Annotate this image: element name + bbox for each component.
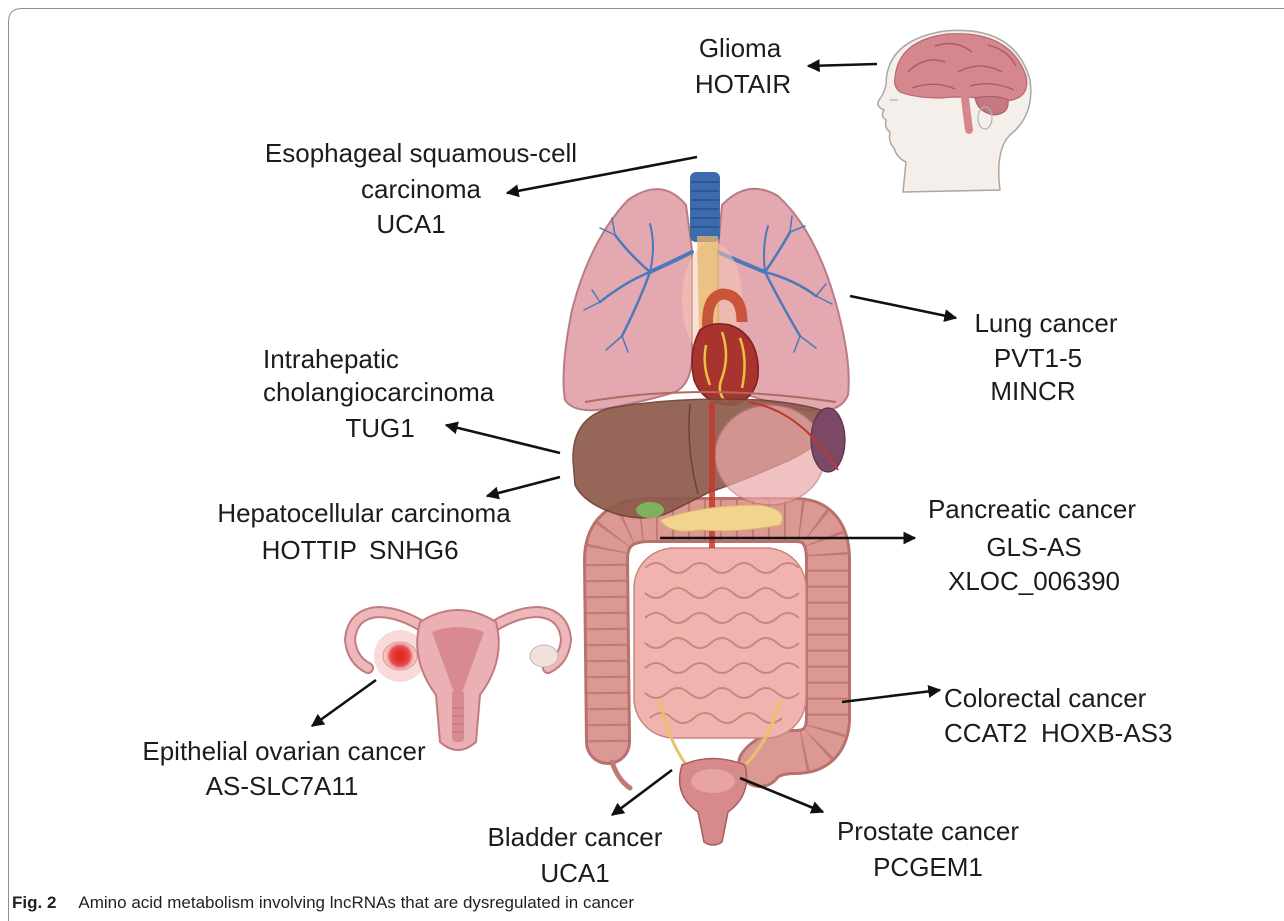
pancreatic-lncrna-1: GLS-AS (986, 532, 1081, 562)
body-illustration (564, 172, 849, 845)
lung-lncrna-2: MINCR (990, 376, 1075, 406)
intrahepatic-name-line-1: Intrahepatic (263, 344, 399, 374)
small-intestine-mass (634, 548, 806, 738)
bladder-lncrna: UCA1 (540, 858, 609, 888)
esophageal-name-line-2: carcinoma (361, 174, 481, 204)
pancreatic-name: Pancreatic cancer (928, 494, 1136, 524)
colorectal-lncrna-2: HOXB-AS3 (1041, 718, 1173, 748)
glioma-name: Glioma (699, 33, 782, 63)
esophageal-name-line-1: Esophageal squamous-cell (265, 138, 577, 168)
hepatocellular-lncrna-2: SNHG6 (369, 535, 459, 565)
uterus-illustration (350, 610, 566, 750)
arrow-intrahepatic (446, 425, 560, 453)
figure-caption-text: Amino acid metabolism involving lncRNAs … (78, 893, 634, 912)
small-intestine (634, 548, 806, 738)
colorectal-lncrna-1: CCAT2 (944, 718, 1027, 748)
intrahepatic-lncrna: TUG1 (345, 413, 414, 443)
brainstem-shape (965, 98, 969, 130)
arrow-lung (850, 296, 956, 318)
arrow-glioma (808, 64, 877, 66)
prostate-lncrna: PCGEM1 (873, 852, 983, 882)
lung-lncrna-1: PVT1-5 (994, 343, 1082, 373)
hepatocellular-name: Hepatocellular carcinoma (217, 498, 511, 528)
ovarian-name: Epithelial ovarian cancer (142, 736, 426, 766)
figure-caption-label: Fig. 2 (12, 893, 56, 912)
left-lung (564, 189, 692, 410)
arrow-hepatocellular (487, 477, 560, 496)
gallbladder (636, 502, 664, 518)
lung-name: Lung cancer (974, 308, 1117, 338)
arrow-prostate (740, 778, 823, 812)
hepatocellular-lncrna-1: HOTTIP (262, 535, 357, 565)
appendix-shape (612, 762, 630, 788)
figure-caption: Fig. 2 Amino acid metabolism involving ln… (12, 893, 634, 913)
head-illustration (878, 30, 1031, 192)
arrow-ovarian (312, 680, 376, 726)
bladder-inner (691, 769, 735, 793)
esophageal-lncrna: UCA1 (376, 209, 445, 239)
ovary-right (530, 645, 558, 667)
bladder-name: Bladder cancer (488, 822, 663, 852)
ovarian-lncrna: AS-SLC7A11 (206, 771, 359, 801)
colorectal-name: Colorectal cancer (944, 683, 1147, 713)
stomach (715, 405, 825, 505)
prostate-name: Prostate cancer (837, 816, 1019, 846)
arrow-colorectal (842, 690, 940, 702)
glioma-lncrna: HOTAIR (695, 69, 791, 99)
pancreatic-lncrna-2: XLOC_006390 (948, 566, 1120, 596)
tumor-highlight (386, 642, 414, 670)
intrahepatic-name-line-2: cholangiocarcinoma (263, 377, 495, 407)
